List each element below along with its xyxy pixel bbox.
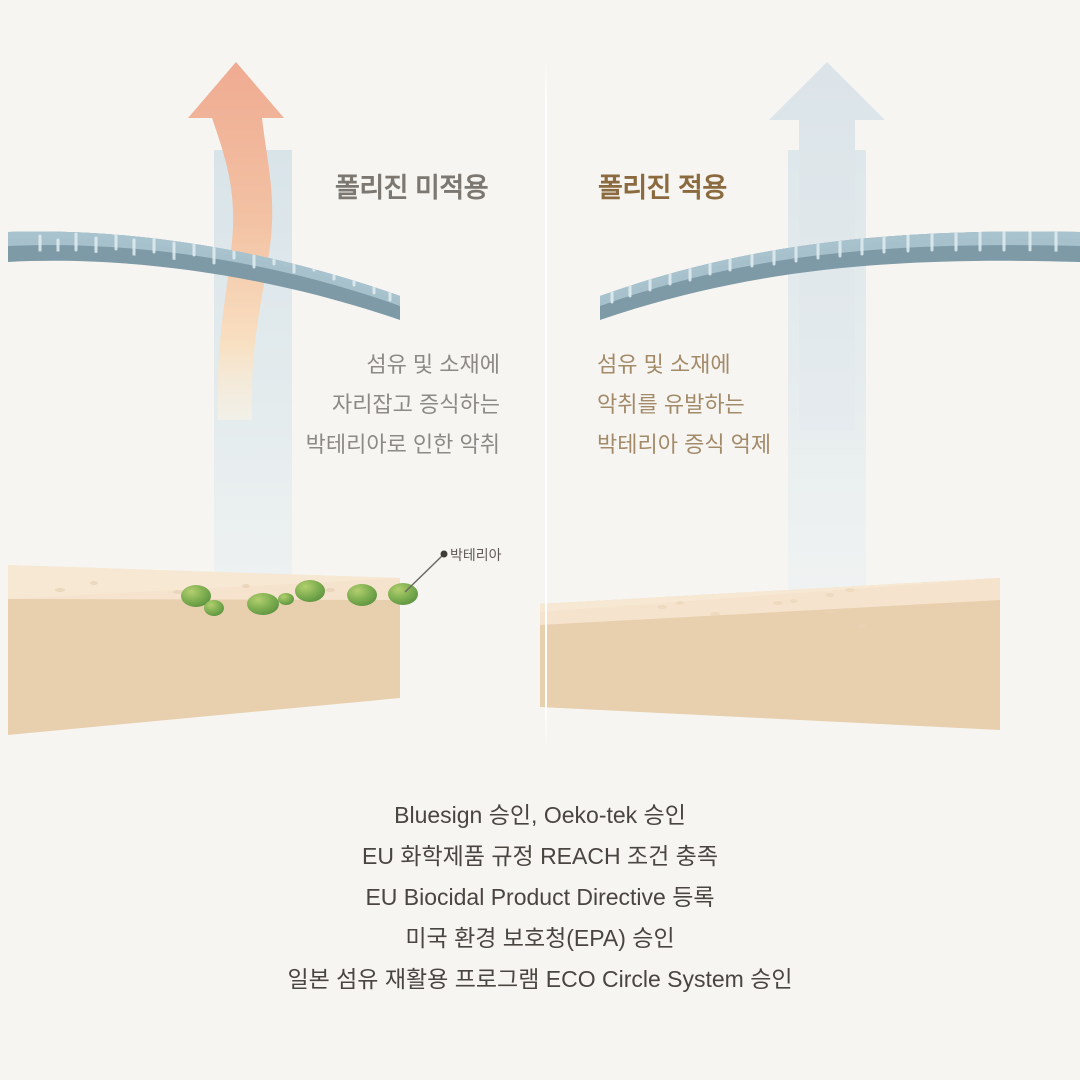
certification-line: 일본 섬유 재활용 프로그램 ECO Circle System 승인	[287, 966, 793, 992]
material-block-treated	[540, 578, 1000, 730]
certification-list: Bluesign 승인, Oeko-tek 승인 EU 화학제품 규정 REAC…	[0, 795, 1080, 1000]
bacteria-callout-label: 박테리아	[450, 547, 502, 563]
caption-line: 섬유 및 소재에	[366, 352, 500, 377]
material-block-untreated	[8, 550, 448, 735]
caption-line: 박테리아 증식 억제	[597, 432, 772, 457]
panel-caption-treated: 섬유 및 소재에 악취를 유발하는 박테리아 증식 억제	[597, 345, 771, 465]
fabric-layer-untreated	[8, 231, 400, 320]
panel-caption-untreated: 섬유 및 소재에 자리잡고 증식하는 박테리아로 인한 악취	[0, 345, 500, 465]
certification-line: EU 화학제품 규정 REACH 조건 충족	[361, 843, 718, 869]
caption-line: 박테리아로 인한 악취	[305, 432, 500, 457]
surface-bacteria-group	[181, 580, 418, 616]
odor-arrow-icon	[188, 62, 284, 420]
vertical-divider	[545, 62, 547, 748]
panel-heading-treated: 폴리진 적용	[598, 173, 727, 203]
treated-illustration	[540, 62, 1080, 730]
certification-line: Bluesign 승인, Oeko-tek 승인	[394, 802, 686, 828]
panel-heading-untreated: 폴리진 미적용	[335, 173, 489, 203]
comparison-area: 폴리진 미적용 섬유 및 소재에 자리잡고 증식하는 박테리아로 인한 악취 박…	[0, 0, 1080, 770]
certification-line: 미국 환경 보호청(EPA) 승인	[405, 925, 675, 951]
certification-line: EU Biocidal Product Directive 등록	[365, 884, 715, 910]
surface-speckles	[55, 581, 335, 594]
panel-treated: 폴리진 적용 섬유 및 소재에 악취를 유발하는 박테리아 증식 억제	[540, 0, 1080, 770]
surface-speckles	[657, 588, 866, 628]
bacteria-callout-leader	[404, 550, 448, 593]
caption-line: 악취를 유발하는	[597, 392, 745, 417]
caption-line: 섬유 및 소재에	[597, 352, 731, 377]
caption-line: 자리잡고 증식하는	[331, 392, 500, 417]
untreated-illustration	[8, 62, 448, 735]
panel-untreated: 폴리진 미적용 섬유 및 소재에 자리잡고 증식하는 박테리아로 인한 악취 박…	[0, 0, 540, 770]
